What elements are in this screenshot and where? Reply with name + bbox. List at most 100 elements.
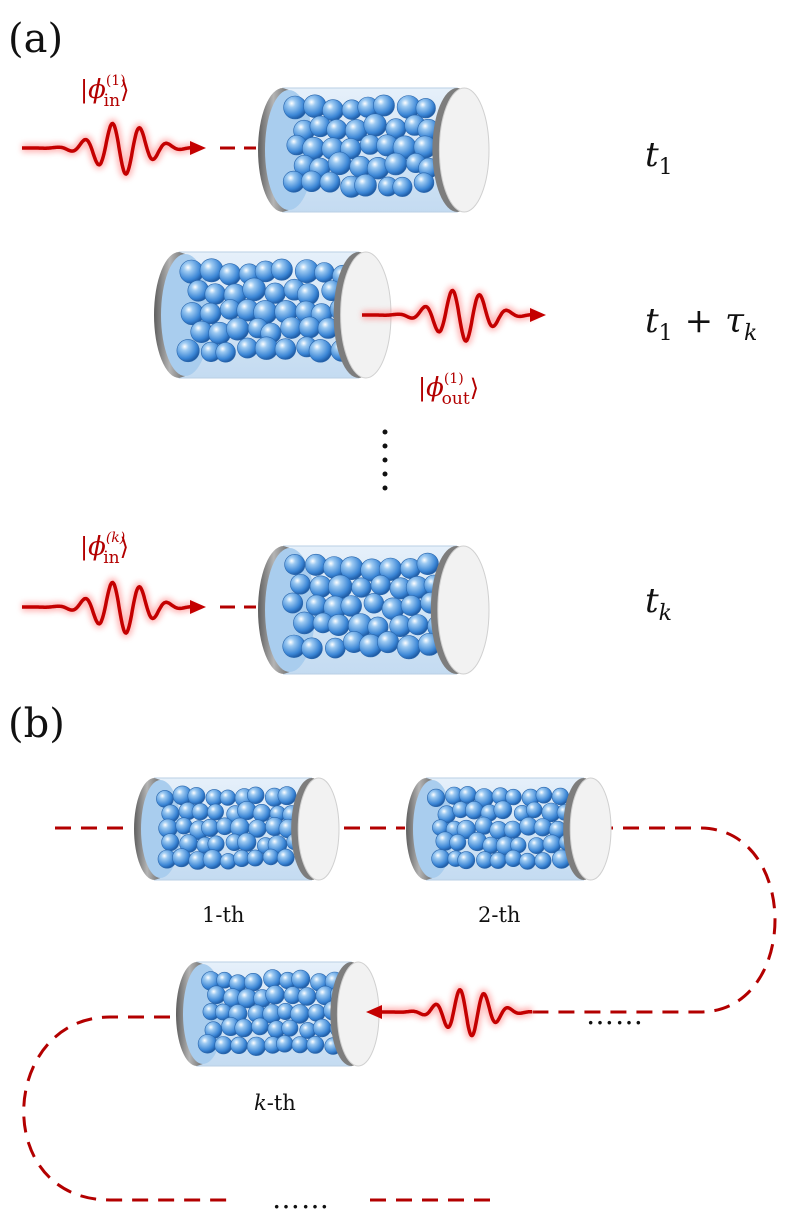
atom	[244, 972, 263, 992]
atom	[161, 833, 180, 852]
cylinder-left-rim	[175, 962, 203, 1066]
atom	[230, 1036, 248, 1055]
atom	[327, 613, 350, 636]
atom	[427, 788, 446, 808]
atom	[281, 1019, 299, 1037]
atom	[191, 803, 209, 821]
atom	[263, 969, 283, 989]
atom	[214, 1036, 233, 1055]
atom	[207, 985, 226, 1005]
panel-label-a: (a)	[8, 16, 63, 62]
atom	[326, 119, 348, 141]
cylinder-end-cap	[569, 777, 612, 881]
atomic-memory-node-2	[406, 777, 612, 881]
time-t1: t1	[645, 135, 673, 180]
atom	[340, 595, 362, 617]
atom	[262, 848, 280, 866]
incoming-photon-1	[22, 118, 206, 179]
cylinder-end-cap	[297, 777, 340, 881]
cylinder-left-rim	[406, 778, 433, 880]
atom	[242, 277, 266, 302]
atom	[202, 849, 223, 870]
atomic-memory-node-1	[134, 777, 340, 881]
atom	[306, 1035, 325, 1054]
atom	[265, 985, 285, 1005]
atom	[293, 611, 316, 635]
cylinder-end-cap	[437, 545, 490, 675]
atom	[519, 852, 536, 870]
cylinder-left-rim	[134, 778, 161, 880]
atom	[199, 302, 222, 325]
atom	[363, 113, 387, 137]
atom	[179, 259, 204, 284]
atom	[301, 170, 323, 193]
atom	[392, 176, 413, 197]
atom	[301, 637, 323, 660]
vertical-ellipsis	[382, 429, 388, 491]
atom	[535, 786, 553, 804]
atom	[415, 98, 436, 119]
atom	[431, 849, 451, 869]
atomic-memory-k	[258, 545, 490, 675]
photon-arrowhead	[190, 141, 206, 155]
atom	[370, 574, 391, 596]
atomic-memory-1	[258, 87, 490, 213]
atom	[493, 800, 513, 820]
atom	[327, 151, 352, 176]
panel-label-b: (b)	[8, 701, 65, 747]
incoming-photon-k	[22, 577, 206, 638]
atom	[251, 1017, 269, 1036]
atom	[376, 631, 399, 654]
atom	[237, 832, 257, 852]
atom	[226, 317, 250, 341]
atom	[246, 849, 264, 867]
state-in-1: |ϕ(1)in⟩	[80, 73, 129, 111]
atom	[298, 316, 321, 339]
cylinder-left-rim	[258, 88, 289, 212]
atom	[525, 801, 543, 819]
atom	[172, 848, 191, 868]
outgoing-photon-1	[362, 285, 546, 346]
bottom-ellipsis: ……	[272, 1182, 330, 1215]
atom	[324, 637, 346, 659]
atom	[363, 593, 385, 614]
photon-to-node-k	[366, 985, 532, 1041]
state-out-1: |ϕ(1)out⟩	[418, 371, 479, 409]
atom	[176, 339, 200, 363]
atom	[197, 1034, 218, 1054]
atom	[247, 786, 265, 804]
atom	[400, 594, 422, 616]
atom	[314, 262, 335, 283]
atom	[351, 577, 372, 598]
cylinder-end-cap	[438, 87, 490, 213]
atom	[283, 95, 307, 120]
time-t1-plus-tau-k: t1+τk	[645, 301, 757, 346]
atom	[533, 818, 552, 837]
atom	[215, 342, 236, 363]
atom	[504, 849, 522, 868]
atom	[276, 1035, 294, 1053]
atom	[449, 833, 467, 851]
atom	[246, 1036, 266, 1056]
atom	[254, 336, 279, 360]
atom	[503, 820, 522, 839]
atom	[282, 592, 304, 614]
atom	[372, 94, 395, 117]
row-ellipsis: ……	[586, 998, 644, 1031]
atom	[207, 803, 224, 821]
atom	[290, 573, 311, 595]
state-in-k: |ϕ(k)in⟩	[80, 530, 129, 568]
photon-arrowhead	[530, 308, 546, 322]
atom	[328, 574, 353, 599]
atom	[354, 173, 377, 197]
atom	[276, 848, 295, 867]
atom	[297, 987, 317, 1006]
time-tk: tk	[645, 581, 672, 626]
atom	[187, 787, 206, 805]
atom	[413, 172, 435, 193]
atom	[291, 969, 311, 989]
atom	[457, 851, 476, 870]
atom	[277, 786, 297, 806]
atom	[237, 337, 258, 359]
atom	[204, 283, 226, 305]
